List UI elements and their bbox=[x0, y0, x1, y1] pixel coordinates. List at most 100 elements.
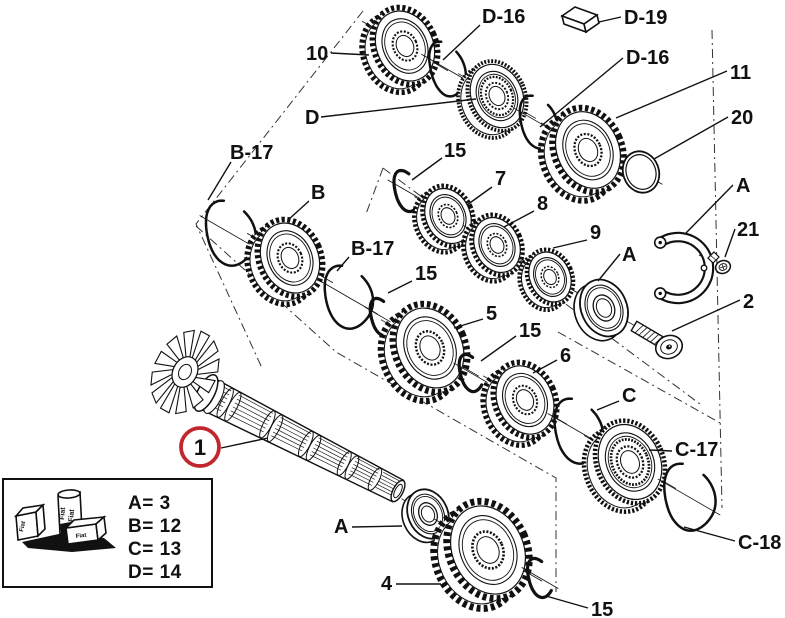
leader-line bbox=[653, 116, 729, 160]
input-shaft-1 bbox=[150, 329, 406, 503]
callout-b[interactable]: B bbox=[311, 182, 325, 204]
leader-line bbox=[442, 24, 481, 61]
construction-line bbox=[195, 225, 557, 592]
callout-2[interactable]: 2 bbox=[743, 291, 754, 313]
construction-line bbox=[711, 29, 723, 509]
callout-d16-top[interactable]: D-16 bbox=[482, 6, 525, 28]
bearing-a-bottom bbox=[401, 488, 455, 544]
bolt-2 bbox=[630, 320, 684, 360]
svg-text:Fiat: Fiat bbox=[19, 521, 27, 533]
gear-5 bbox=[377, 300, 480, 405]
leader-line bbox=[683, 526, 736, 542]
callout-15-4[interactable]: 15 bbox=[591, 599, 613, 618]
callout-6[interactable]: 6 bbox=[560, 345, 571, 367]
snap-ring-c18 bbox=[657, 462, 721, 532]
gear-11 bbox=[537, 104, 636, 204]
gear-10 bbox=[359, 4, 449, 96]
callout-1[interactable]: 1 bbox=[194, 435, 206, 460]
callout-c17[interactable]: C-17 bbox=[675, 439, 718, 461]
callout-21[interactable]: 21 bbox=[737, 219, 759, 241]
leader-line bbox=[220, 437, 269, 449]
gear-8 bbox=[461, 212, 531, 284]
leader-line bbox=[671, 299, 741, 332]
leader-line bbox=[648, 449, 673, 452]
callout-d16-mid[interactable]: D-16 bbox=[626, 47, 669, 69]
bearing-a-mid bbox=[573, 278, 635, 342]
svg-text:Fiat: Fiat bbox=[68, 509, 76, 523]
leader-line bbox=[336, 256, 350, 272]
leader-line bbox=[387, 280, 413, 294]
callout-c[interactable]: C bbox=[622, 385, 636, 407]
callout-15-2[interactable]: 15 bbox=[415, 263, 437, 285]
construction-line bbox=[195, 10, 364, 369]
leader-line bbox=[320, 98, 477, 118]
synchro-hub-d bbox=[456, 59, 537, 140]
callout-9[interactable]: 9 bbox=[590, 222, 601, 244]
selected-part-circle bbox=[179, 426, 221, 468]
selector-fork-a bbox=[653, 231, 715, 305]
leader-line bbox=[287, 200, 310, 221]
svg-text:Fiat: Fiat bbox=[76, 533, 87, 540]
callout-15-3[interactable]: 15 bbox=[519, 320, 541, 342]
gear-9 bbox=[517, 247, 581, 313]
callout-10[interactable]: 10 bbox=[306, 43, 328, 65]
fiat-box-left: Fiat bbox=[13, 503, 46, 541]
circlip-15-4 bbox=[521, 556, 559, 600]
legend-line-b: B= 12 bbox=[128, 516, 182, 537]
callout-c18[interactable]: C-18 bbox=[738, 532, 781, 554]
callout-d19[interactable]: D-19 bbox=[624, 7, 667, 29]
circlip-15-3 bbox=[453, 352, 489, 394]
key-d19 bbox=[560, 6, 600, 34]
callout-20[interactable]: 20 bbox=[731, 107, 753, 129]
synchro-c17 bbox=[581, 418, 677, 514]
callout-15-1[interactable]: 15 bbox=[444, 140, 466, 162]
callout-b17-right[interactable]: B-17 bbox=[351, 238, 394, 260]
o-ring-20 bbox=[619, 150, 663, 194]
leader-line bbox=[597, 253, 621, 282]
leader-line bbox=[552, 239, 588, 249]
legend-line-c: C= 13 bbox=[128, 539, 182, 560]
leader-line bbox=[466, 186, 493, 206]
fiat-box-right: Fiat bbox=[63, 515, 107, 545]
leader-line bbox=[411, 157, 443, 181]
legend-line-a: A= 3 bbox=[128, 493, 171, 514]
callout-5[interactable]: 5 bbox=[486, 303, 497, 325]
callout-b17-left[interactable]: B-17 bbox=[230, 142, 273, 164]
callout-8[interactable]: 8 bbox=[537, 193, 548, 215]
leader-line bbox=[532, 359, 558, 374]
leader-line bbox=[724, 228, 736, 258]
callout-a-mid[interactable]: A bbox=[622, 244, 636, 266]
leader-line bbox=[480, 335, 517, 362]
construction-line bbox=[557, 331, 723, 425]
legend-line-d: D= 14 bbox=[128, 562, 182, 583]
leader-line bbox=[615, 70, 728, 119]
leader-line bbox=[330, 52, 370, 56]
bevel-pinion-teeth bbox=[150, 329, 220, 415]
svg-text:Fiat: Fiat bbox=[59, 507, 67, 521]
leader-line bbox=[596, 400, 620, 411]
callout-11[interactable]: 11 bbox=[730, 62, 751, 84]
leader-line bbox=[539, 57, 624, 128]
leader-line bbox=[351, 525, 403, 528]
callout-7[interactable]: 7 bbox=[495, 168, 506, 190]
gear-6 bbox=[480, 359, 568, 448]
leader-line bbox=[503, 210, 535, 228]
callout-4[interactable]: 4 bbox=[381, 573, 393, 595]
gear-7 bbox=[412, 183, 482, 255]
leader-line bbox=[453, 318, 484, 329]
snap-ring-b17-right bbox=[318, 264, 378, 330]
construction-line bbox=[365, 167, 384, 215]
screw-21 bbox=[707, 251, 732, 275]
gear-4 bbox=[430, 497, 543, 612]
callout-a-fork[interactable]: A bbox=[736, 175, 750, 197]
callout-a-bottom[interactable]: A bbox=[334, 516, 348, 538]
leader-line bbox=[545, 595, 589, 609]
leader-line bbox=[598, 16, 622, 23]
synchro-gear-b bbox=[244, 216, 334, 308]
callout-d[interactable]: D bbox=[305, 107, 319, 129]
leader-line bbox=[207, 161, 232, 201]
